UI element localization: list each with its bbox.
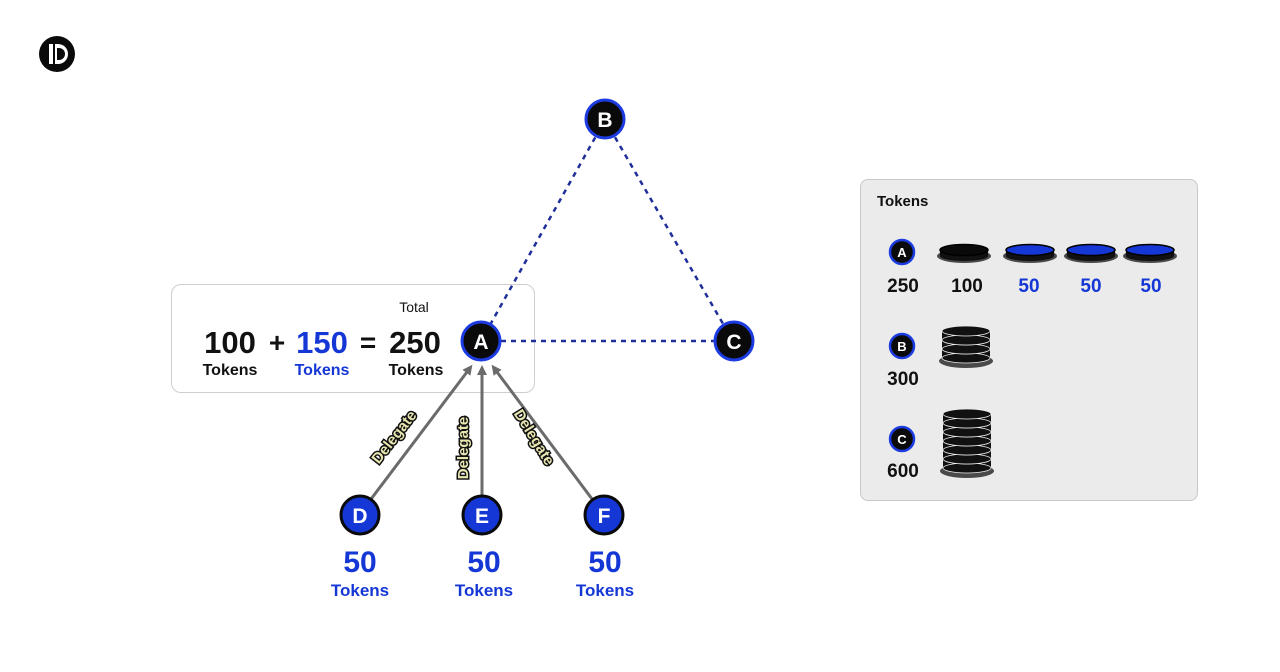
legend-b-total: 300 — [887, 369, 919, 390]
total-unit: Tokens — [389, 362, 444, 379]
node-e-amount: 50 — [467, 546, 500, 579]
legend-a-coins — [937, 243, 1177, 263]
node-d: D — [339, 494, 381, 536]
legend-title: Tokens — [877, 193, 928, 210]
node-e: E — [461, 494, 503, 536]
legend-a-coin-2-icon — [1003, 243, 1057, 263]
node-b: B — [584, 98, 626, 140]
svg-text:A: A — [473, 331, 488, 354]
plus-sign: + — [269, 327, 285, 358]
legend-node-c: C — [888, 425, 916, 453]
svg-text:F: F — [598, 505, 611, 528]
svg-text:D: D — [352, 505, 367, 528]
svg-text:C: C — [897, 432, 907, 447]
legend-node-b: B — [888, 332, 916, 360]
legend-a-coin-3-value: 50 — [1080, 276, 1101, 297]
legend-a-coin-3-icon — [1064, 243, 1118, 263]
delegate-label-e: Delegate — [455, 417, 472, 480]
node-f: F — [583, 494, 625, 536]
svg-text:B: B — [597, 109, 612, 132]
svg-text:E: E — [475, 505, 489, 528]
delegate-label-d: Delegate — [369, 407, 421, 467]
legend-a-coin-1-icon — [937, 243, 991, 263]
d-circle-logo-icon — [39, 36, 75, 72]
own-unit: Tokens — [203, 362, 258, 379]
node-f-unit: Tokens — [576, 581, 634, 600]
total-label: Total — [399, 299, 429, 315]
edge-b-a — [479, 119, 607, 342]
legend-c-total: 600 — [887, 461, 919, 482]
delegated-unit: Tokens — [295, 362, 350, 379]
own-amount: 100 — [204, 325, 256, 360]
legend-a-coin-2-value: 50 — [1018, 276, 1039, 297]
legend-node-a: A — [888, 238, 916, 266]
legend-a-total: 250 — [887, 276, 919, 297]
tokens-legend-panel — [860, 179, 1198, 501]
equals-sign: = — [360, 327, 376, 358]
delegate-label-f: Delegate — [510, 407, 558, 469]
legend-c-coin-stack-icon — [940, 408, 994, 478]
edge-b-c — [603, 119, 735, 342]
total-amount: 250 — [389, 325, 441, 360]
svg-text:C: C — [726, 331, 741, 354]
svg-text:A: A — [897, 245, 907, 260]
delegated-amount: 150 — [296, 325, 348, 360]
legend-a-coin-4-value: 50 — [1140, 276, 1161, 297]
arrow-d-to-a — [357, 364, 473, 516]
node-d-amount: 50 — [343, 546, 376, 579]
legend-b-coin-stack-icon — [939, 325, 993, 368]
legend-a-coin-4-icon — [1123, 243, 1177, 263]
node-e-unit: Tokens — [455, 581, 513, 600]
svg-text:B: B — [897, 339, 906, 354]
node-c: C — [713, 320, 755, 362]
node-d-unit: Tokens — [331, 581, 389, 600]
node-f-amount: 50 — [588, 546, 621, 579]
arrow-f-to-a — [491, 364, 606, 516]
node-a: A — [460, 320, 502, 362]
legend-a-coin-1-value: 100 — [951, 276, 983, 297]
